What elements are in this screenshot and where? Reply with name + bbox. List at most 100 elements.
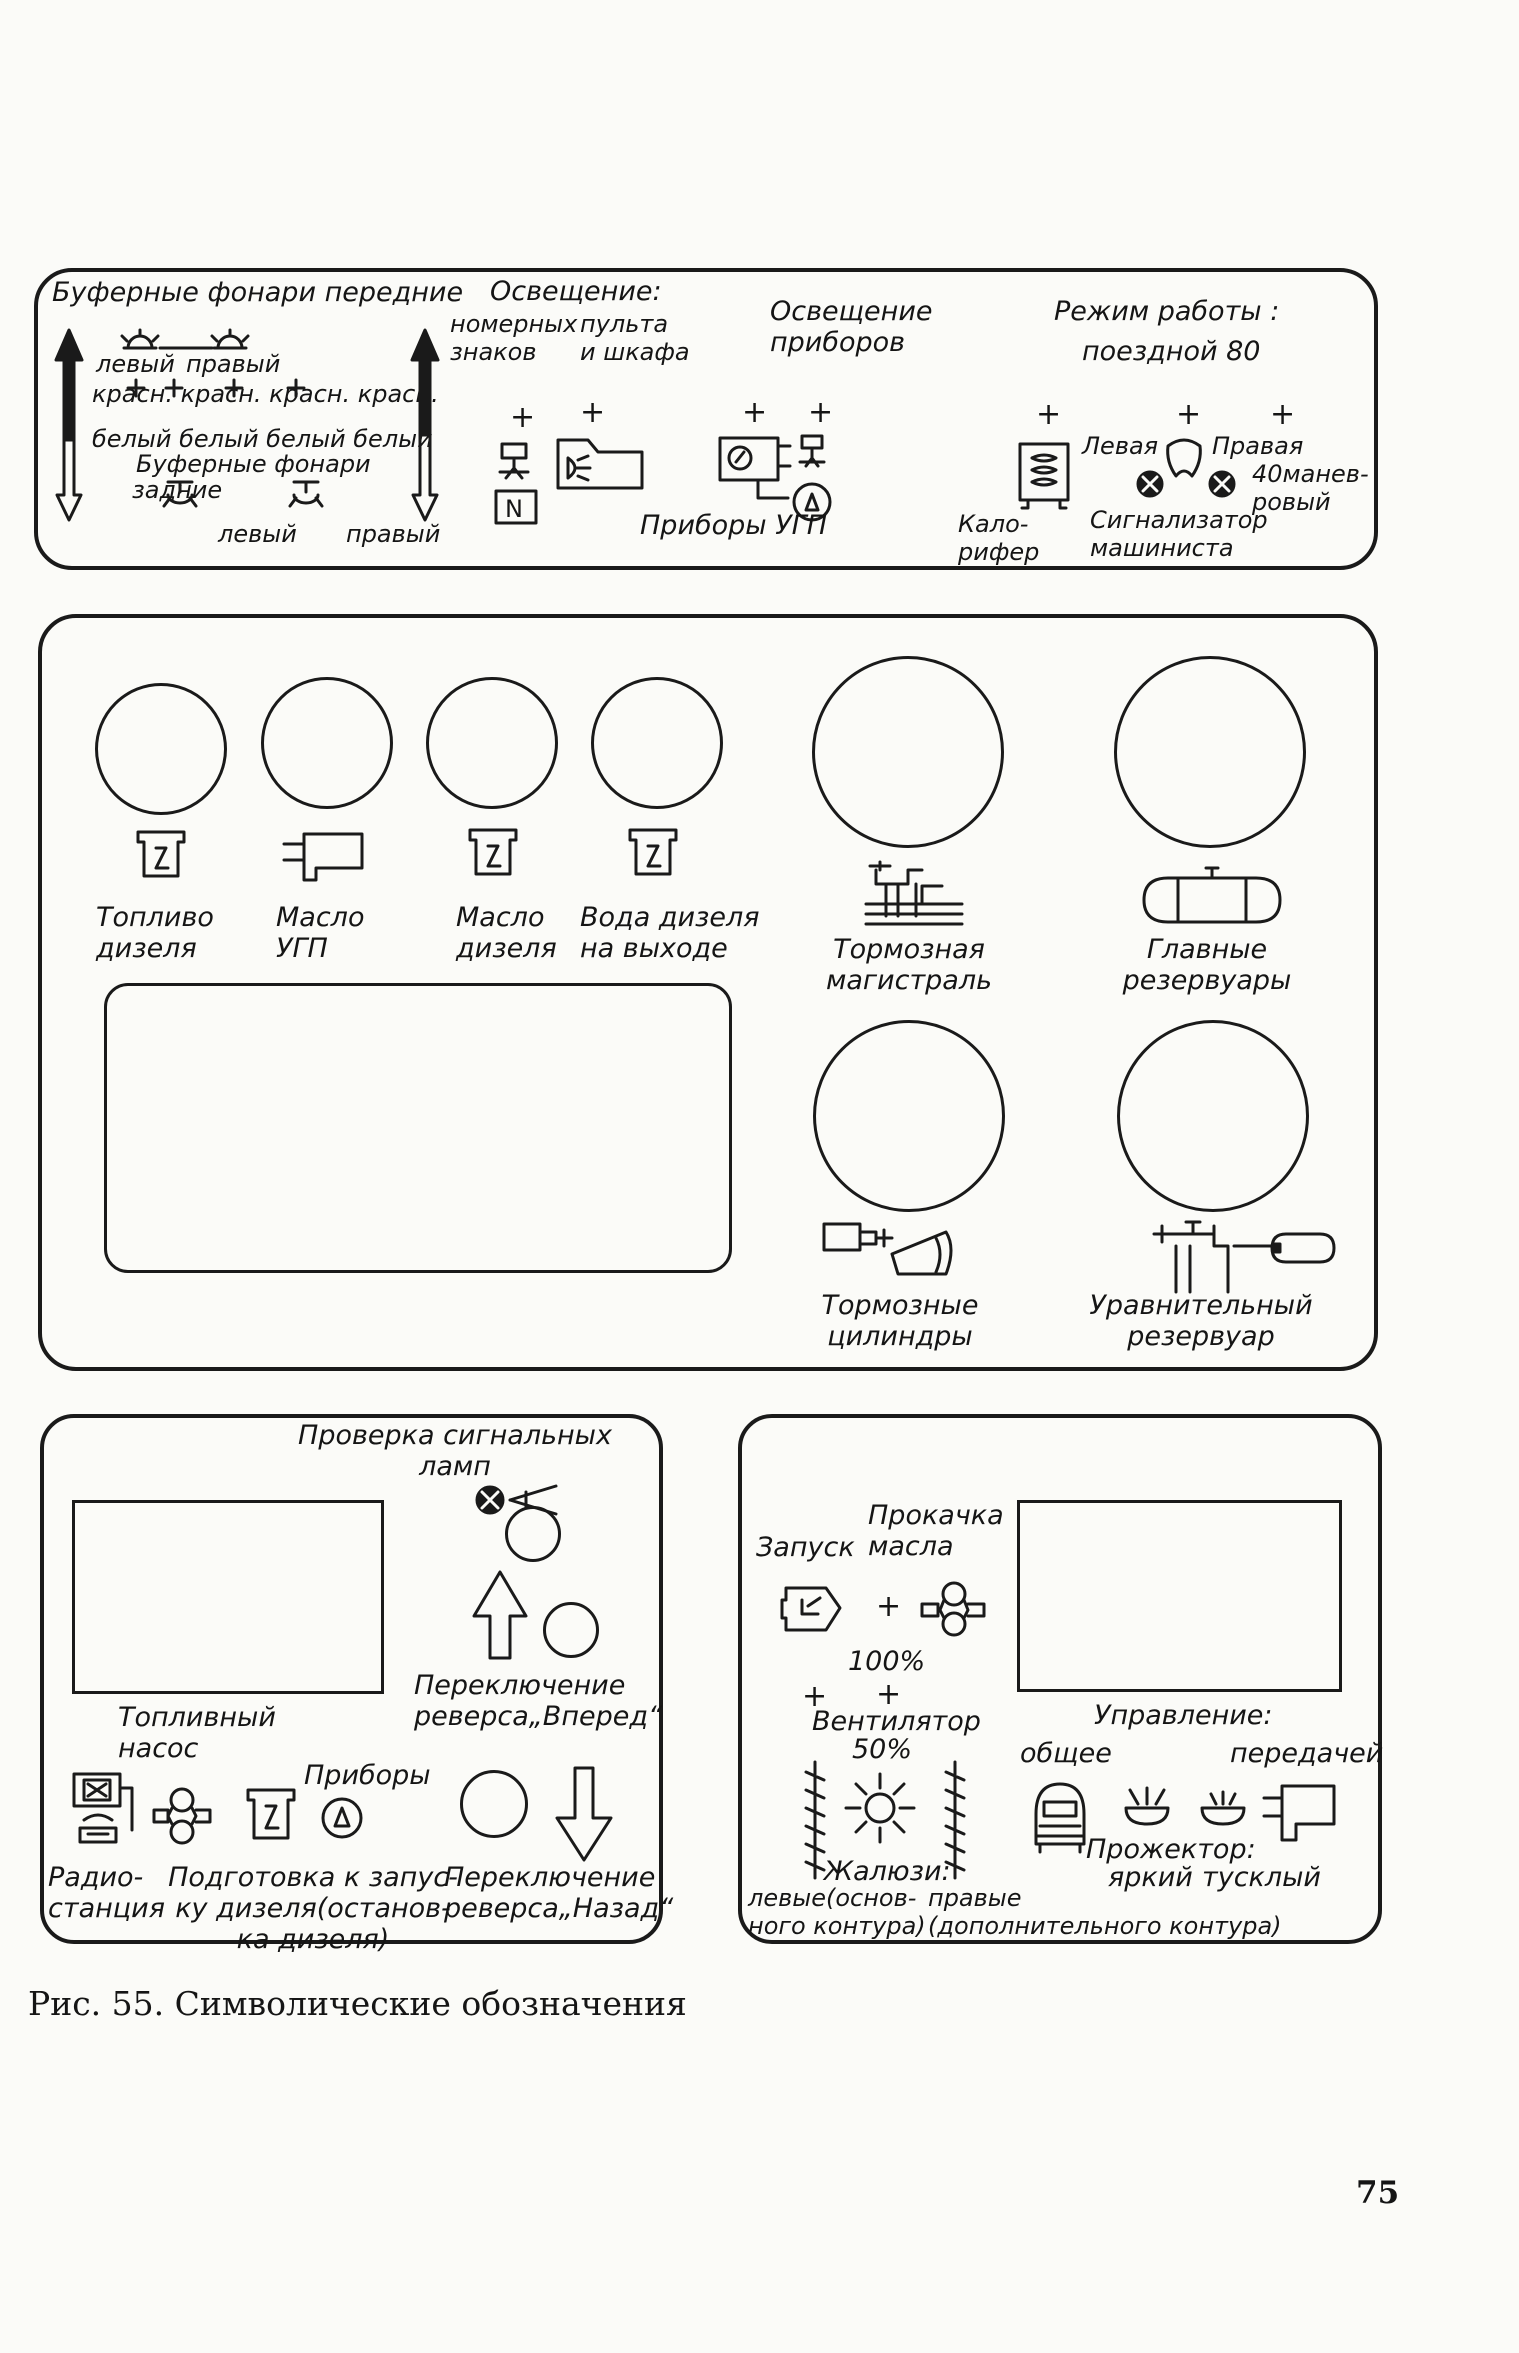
- label-lamp-check: Проверка сигнальных ламп: [298, 1420, 612, 1482]
- label-reverse-backward: Переключение реверса„Назад“: [444, 1862, 674, 1924]
- label-left-cap: Левая: [1082, 432, 1159, 460]
- label-control: Управление:: [1094, 1700, 1273, 1731]
- heater-icon: [1018, 442, 1070, 510]
- water-sensor-icon: [628, 828, 678, 876]
- arrow-down-icon: [555, 1766, 613, 1862]
- water-diesel-gauge: [591, 677, 723, 809]
- label-operating-mode: Режим работы :: [1054, 296, 1280, 327]
- bottom-right-panel: [738, 1414, 1382, 1944]
- brake-cylinders-gauge: [813, 1020, 1005, 1212]
- radio-station-icon: [72, 1772, 134, 1844]
- shutters-left-icon: [804, 1760, 826, 1880]
- label-projector: Прожектор:: [1086, 1834, 1256, 1865]
- diesel-start-icon: [246, 1788, 296, 1840]
- brake-cylinders-icon: [822, 1222, 953, 1276]
- oil-diesel-gauge: [426, 677, 558, 809]
- label-buffer-front: Буферные фонари передние: [52, 277, 464, 308]
- label-brake-cylinders: Тормозные цилиндры: [821, 1290, 979, 1352]
- plus-sign: +: [1176, 397, 1202, 432]
- label-fan: Вентилятор: [812, 1706, 981, 1737]
- plus-sign: +: [802, 1679, 828, 1714]
- label-red-row: красн. красн. красн. красн.: [92, 380, 439, 408]
- label-buffer-rear: Буферные фонари: [136, 450, 371, 478]
- label-oil-ugp: Масло УГП: [276, 902, 365, 964]
- label-instruments: Приборы: [304, 1760, 431, 1791]
- locomotive-control-icon: [1034, 1782, 1086, 1854]
- label-transmission: передачей: [1230, 1738, 1384, 1769]
- plus-sign: +: [876, 1589, 902, 1624]
- main-reservoirs-icon: [1142, 866, 1282, 924]
- label-reverse-forward: Переключение реверса„Вперед“: [414, 1670, 662, 1732]
- label-oil-diesel: Масло дизеля: [456, 902, 557, 964]
- plus-sign: +: [580, 395, 606, 430]
- fuel-pump-icon: [152, 1787, 212, 1845]
- arrow-up-icon: [472, 1570, 528, 1660]
- label-main-reservoirs: Главные резервуары: [1122, 934, 1292, 996]
- label-front-right: правый: [186, 350, 281, 378]
- page-number: 75: [1356, 2175, 1400, 2211]
- equalizing-reservoir-icon: [1152, 1220, 1336, 1294]
- buffer-lights-arrows-icon: [54, 328, 440, 522]
- label-number-signs: номерных знаков: [450, 310, 578, 366]
- plus-sign: +: [1036, 397, 1062, 432]
- label-console-cabinet: пульта и шкафа: [580, 310, 690, 366]
- top-panel: [34, 268, 1378, 570]
- label-front-left: левый: [96, 350, 175, 378]
- fuel-pump-screen: [72, 1500, 384, 1694]
- projector-bright-icon: [1124, 1786, 1170, 1826]
- oil-pumping-icon: [920, 1581, 986, 1637]
- bottom-left-panel: [40, 1414, 663, 1944]
- label-driver-alarm: Сигнализатор машиниста: [1090, 506, 1268, 562]
- label-right-cap: Правая: [1212, 432, 1304, 460]
- transmission-control-icon: [1262, 1784, 1336, 1842]
- label-shutters-left: левые(основ- ного контура): [748, 1884, 926, 1940]
- label-radio-station: Радио- станция: [48, 1862, 165, 1924]
- label-rear-left: левый: [218, 520, 297, 548]
- driver-alarm-icon: [1136, 438, 1236, 498]
- label-fuel-pump: Топливный насос: [118, 1702, 276, 1764]
- label-n-letter: N: [505, 495, 523, 523]
- oil-ugp-sensor-icon: [282, 832, 364, 882]
- label-shunting: 40манев- ровый: [1252, 460, 1369, 516]
- label-bright: яркий: [1108, 1862, 1193, 1893]
- ugp-instruments-icon: [718, 434, 832, 522]
- brake-line-icon: [864, 860, 964, 926]
- plus-sign: +: [742, 395, 768, 430]
- label-shutters: Жалюзи:: [824, 1856, 951, 1887]
- label-rear-right: правый: [346, 520, 441, 548]
- label-shutters-right: правые (дополнительного контура): [928, 1884, 1282, 1940]
- brake-line-gauge: [812, 656, 1004, 848]
- label-start: Запуск: [756, 1532, 855, 1563]
- label-100-percent: 100%: [848, 1646, 926, 1677]
- display-screen: [104, 983, 732, 1273]
- oil-diesel-sensor-icon: [468, 828, 518, 876]
- label-ugp-instruments: Приборы УГП: [640, 510, 827, 541]
- label-lighting: Освещение:: [490, 276, 662, 307]
- start-icon: [780, 1586, 842, 1632]
- label-heater: Кало- рифер: [958, 510, 1040, 566]
- oil-ugp-gauge: [261, 677, 393, 809]
- figure-caption: Рис. 55. Символические обозначения: [28, 1984, 687, 2023]
- number-sign-lamp-icon: [494, 442, 538, 525]
- fuel-sensor-icon: [136, 830, 186, 878]
- projector-dim-icon: [1200, 1790, 1246, 1826]
- main-reservoirs-gauge: [1114, 656, 1306, 848]
- instruments-gauge-icon: [321, 1797, 363, 1839]
- plus-sign: +: [510, 400, 536, 435]
- label-dim: тусклый: [1202, 1862, 1321, 1893]
- plus-sign: +: [876, 1677, 902, 1712]
- label-train-80: поездной 80: [1082, 336, 1261, 367]
- lamp-check-button[interactable]: [543, 1602, 599, 1658]
- plus-sign: +: [1270, 397, 1296, 432]
- label-instrument-lighting: Освещение приборов: [770, 296, 933, 358]
- fuel-diesel-gauge: [95, 683, 227, 815]
- gauge-panel: [38, 614, 1378, 1371]
- label-general: общее: [1020, 1738, 1112, 1769]
- label-50-percent: 50%: [852, 1734, 913, 1765]
- reverse-backward-button[interactable]: [460, 1770, 528, 1838]
- label-fuel-diesel: Топливо дизеля: [96, 902, 214, 964]
- console-light-icon: [556, 438, 644, 490]
- label-diesel-start-prep: Подготовка к запус- ку дизеля(останов- к…: [168, 1862, 458, 1955]
- forward-button[interactable]: [505, 1506, 561, 1562]
